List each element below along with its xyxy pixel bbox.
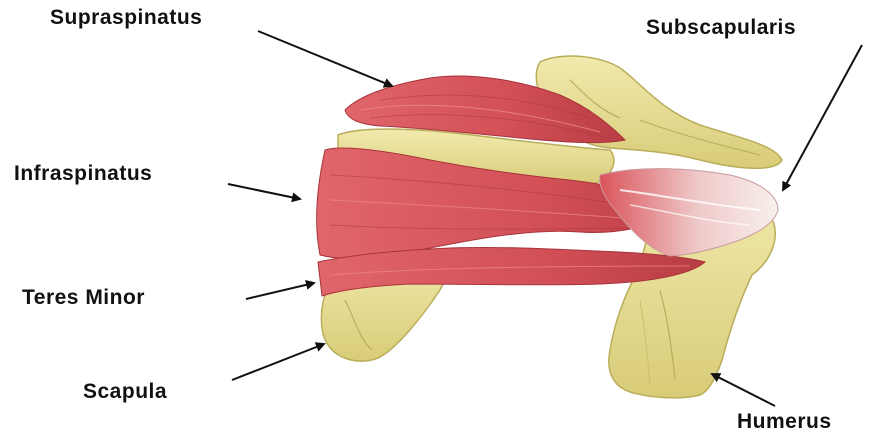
scapula-arrow <box>232 344 324 380</box>
supraspinatus-label: Supraspinatus <box>50 6 202 30</box>
subscapularis-label: Subscapularis <box>646 16 796 40</box>
infraspinatus-arrow <box>228 184 300 199</box>
scapula-label: Scapula <box>83 380 167 404</box>
humerus-arrow <box>712 374 775 406</box>
teres-minor-label: Teres Minor <box>22 286 145 310</box>
subscapularis-arrow <box>783 45 862 190</box>
supraspinatus-arrow <box>258 31 392 86</box>
teres-minor-arrow <box>246 283 314 299</box>
infraspinatus-label: Infraspinatus <box>14 162 152 186</box>
humerus-label: Humerus <box>737 410 832 434</box>
